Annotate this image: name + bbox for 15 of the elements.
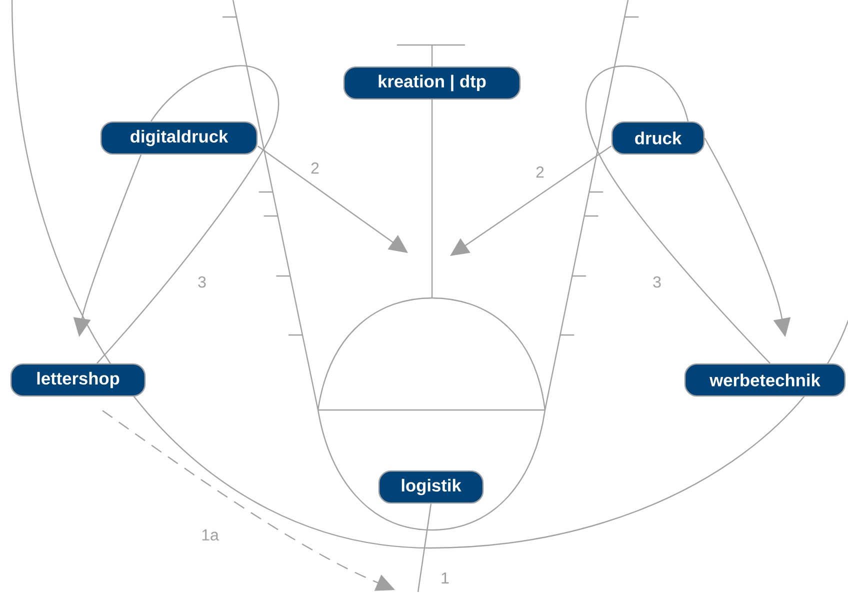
connector-line xyxy=(585,65,770,364)
connector-line xyxy=(96,65,280,364)
edge-label: 1a xyxy=(200,528,220,542)
label-pill: digitaldruck xyxy=(100,121,258,155)
edge-label: 2 xyxy=(534,165,546,179)
label-pill: logistik xyxy=(378,470,484,504)
label-pill: druck xyxy=(611,121,705,155)
label-pill: lettershop xyxy=(10,363,146,397)
edge-label: 1 xyxy=(439,571,451,585)
edge-label: 2 xyxy=(309,161,321,175)
label-pill: werbetechnik xyxy=(684,363,846,397)
label-pill: kreation | dtp xyxy=(343,66,521,100)
edge-label: 3 xyxy=(651,275,663,289)
edge-label: 3 xyxy=(196,275,208,289)
connector-line xyxy=(417,504,432,592)
